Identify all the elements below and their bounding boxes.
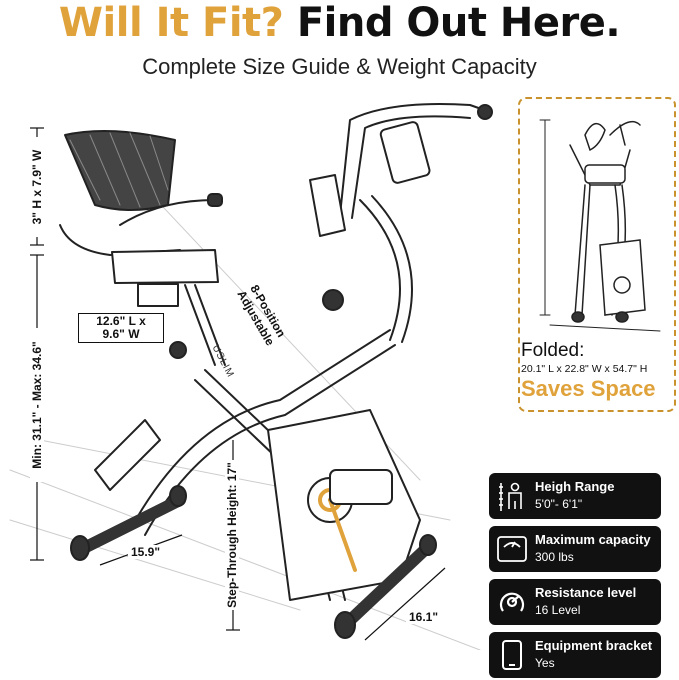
seat-height-label: Min: 31.1" - Max: 34.6": [30, 328, 44, 482]
folded-title: Folded:: [521, 340, 585, 361]
folded-bike-illustration: [539, 119, 661, 332]
scale-icon: [497, 536, 527, 562]
folded-tagline: Saves Space: [521, 376, 656, 401]
subtitle: Complete Size Guide & Weight Capacity: [142, 54, 537, 79]
spec-title: Resistance level: [535, 585, 637, 600]
spec-value: 300 lbs: [535, 550, 574, 564]
spec-value: 5'0"- 6'1": [535, 497, 583, 511]
backrest-height-label: 3" H x 7.9" W: [30, 137, 44, 237]
spec-title: Maximum capacity: [535, 532, 651, 547]
bike-illustration: [9, 103, 493, 650]
height-ruler-icon: [499, 482, 522, 511]
front-width-label: 15.9": [128, 545, 164, 559]
tablet-icon: [502, 640, 522, 670]
spec-value: Yes: [535, 656, 555, 670]
resistance-dial-icon: [499, 592, 525, 612]
folded-panel: [518, 97, 676, 412]
folded-dimensions: 20.1" L x 22.8" W x 54.7" H: [521, 363, 648, 375]
spec-card-capacity: Maximum capacity 300 lbs: [489, 526, 661, 572]
spec-title: Heigh Range: [535, 479, 615, 494]
step-through-label: Step-Through Height: 17": [225, 460, 239, 610]
spec-card-bracket: Equipment bracket Yes: [489, 632, 661, 678]
rear-length-label: 16.1": [406, 610, 442, 624]
spec-card-height: Heigh Range 5'0"- 6'1": [489, 473, 661, 519]
headline-accent: Will It Fit?: [58, 0, 284, 46]
spec-card-resistance: Resistance level 16 Level: [489, 579, 661, 625]
headline: Will It Fit? Find Out Here.: [0, 0, 679, 46]
seat-size-label: 12.6" L x 9.6" W: [78, 313, 164, 343]
headline-main: Find Out Here.: [296, 0, 621, 46]
spec-title: Equipment bracket: [535, 638, 653, 653]
spec-value: 16 Level: [535, 603, 581, 617]
